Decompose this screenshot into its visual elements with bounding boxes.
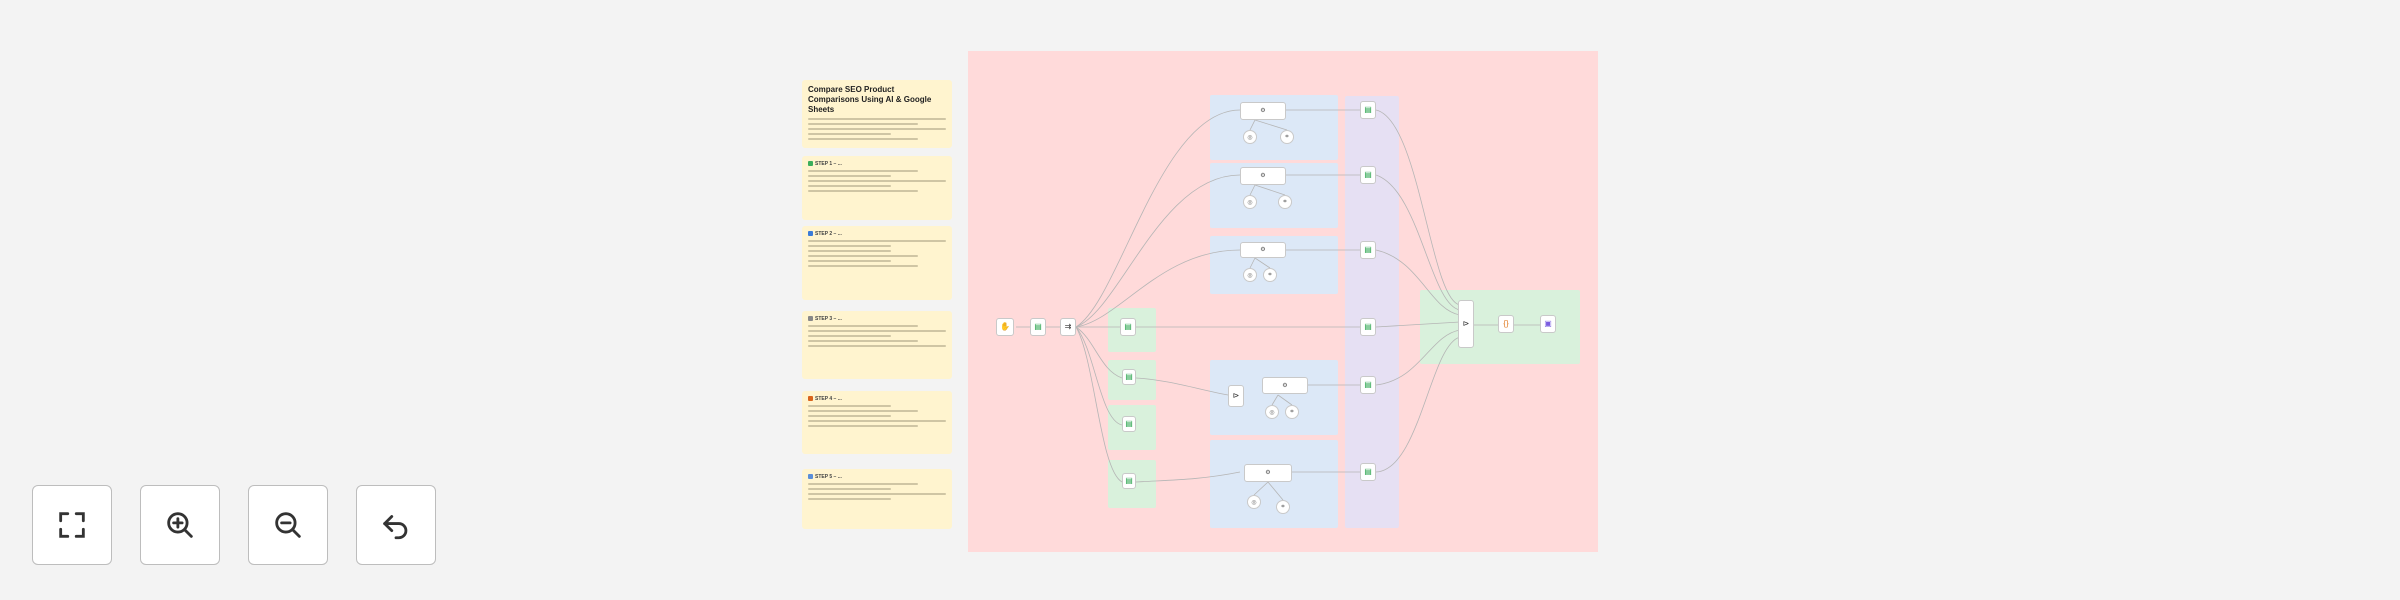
sheets-icon: ▤	[1364, 322, 1372, 331]
refresh-icon	[808, 474, 813, 480]
cursor-icon: ✋	[1000, 322, 1010, 331]
sheets-icon: ▤	[1125, 419, 1133, 428]
split-node[interactable]: ⇉	[1060, 318, 1076, 336]
merge-node[interactable]: ⊳	[1458, 300, 1474, 348]
router-node[interactable]: ⊳	[1228, 385, 1244, 407]
parser-subnode[interactable]: ⌗	[1263, 268, 1277, 282]
sheets-read-node[interactable]: ▤	[1030, 318, 1046, 336]
robot-icon: ⚙	[1282, 382, 1288, 389]
note-title: STEP 1 – ...	[815, 161, 842, 167]
chat-model-subnode[interactable]: ◎	[1243, 130, 1257, 144]
zoom-out-button[interactable]	[248, 485, 328, 565]
sheets-update-node-1[interactable]: ▤	[1360, 101, 1376, 119]
ai-group-5	[1210, 440, 1338, 528]
fit-view-icon	[59, 512, 85, 538]
robot-icon: ⚙	[1260, 108, 1266, 114]
sheets-icon: ▤	[1364, 170, 1372, 179]
sheets-update-node-2[interactable]: ▤	[1360, 166, 1376, 184]
output-node[interactable]: ▣	[1540, 315, 1556, 333]
sheets-update-node-6[interactable]: ▤	[1360, 463, 1376, 481]
sheets-node-3[interactable]: ▤	[1122, 416, 1136, 432]
chat-model-subnode[interactable]: ◎	[1265, 405, 1279, 419]
sheets-node-1[interactable]: ▤	[1120, 318, 1136, 336]
split-icon: ⇉	[1064, 322, 1072, 331]
note-title: STEP 4 – ...	[815, 396, 842, 402]
undo-button[interactable]	[356, 485, 436, 565]
number-icon	[808, 231, 813, 237]
undo-icon	[383, 515, 408, 540]
parser-subnode[interactable]: ⌗	[1285, 405, 1299, 419]
parser-subnode[interactable]: ⌗	[1278, 195, 1292, 209]
parser-subnode[interactable]: ⌗	[1280, 130, 1294, 144]
ai-agent-node-1[interactable]: ⚙	[1240, 102, 1286, 120]
ai-agent-node-5[interactable]: ⚙	[1244, 464, 1292, 482]
sheets-icon: ▤	[1124, 322, 1132, 331]
note-title: STEP 5 – ...	[815, 474, 842, 480]
chat-model-subnode[interactable]: ◎	[1243, 195, 1257, 209]
sheets-update-node-5[interactable]: ▤	[1360, 376, 1376, 394]
sheets-icon: ▤	[1364, 105, 1372, 114]
note-title: STEP 3 – ...	[815, 316, 842, 322]
document-icon: ▣	[1544, 319, 1552, 328]
sticky-note-step-4[interactable]: STEP 4 – ...	[802, 391, 952, 454]
sheets-icon: ▤	[1125, 476, 1133, 485]
code-icon: {}	[1503, 319, 1509, 328]
sheets-icon: ▤	[1125, 372, 1133, 381]
robot-icon: ⚙	[1265, 470, 1271, 476]
chat-model-subnode[interactable]: ◎	[1243, 268, 1257, 282]
robot-icon: ⚙	[1260, 247, 1266, 253]
sheets-icon: ▤	[1364, 245, 1372, 254]
sheets-icon: ▤	[1034, 322, 1042, 331]
note-title: STEP 2 – ...	[815, 231, 842, 237]
sticky-note-step-5[interactable]: STEP 5 – ...	[802, 469, 952, 529]
sheets-update-node-4[interactable]: ▤	[1360, 318, 1376, 336]
ai-agent-node-4[interactable]: ⚙	[1262, 377, 1308, 394]
zoom-in-icon	[167, 512, 193, 538]
sheets-icon: ▤	[1364, 380, 1372, 389]
zoom-out-icon	[275, 512, 301, 538]
chat-model-subnode[interactable]: ◎	[1247, 495, 1261, 509]
zoom-in-button[interactable]	[140, 485, 220, 565]
note-title: Compare SEO Product Comparisons Using AI…	[808, 85, 932, 114]
sticky-note-step-2[interactable]: STEP 2 – ...	[802, 226, 952, 300]
sticky-note-step-3[interactable]: STEP 3 – ...	[802, 311, 952, 379]
robot-icon: ⚙	[1260, 173, 1266, 179]
ai-agent-node-2[interactable]: ⚙	[1240, 167, 1286, 185]
trigger-node[interactable]: ✋	[996, 318, 1014, 336]
parser-subnode[interactable]: ⌗	[1276, 500, 1290, 514]
sheets-icon: ▤	[1364, 467, 1372, 476]
sticky-note-step-1[interactable]: STEP 1 – ...	[802, 156, 952, 220]
sheets-node-2[interactable]: ▤	[1122, 369, 1136, 385]
ai-agent-node-3[interactable]: ⚙	[1240, 242, 1286, 258]
bar-chart-icon	[808, 316, 813, 322]
branch-icon: ⊳	[1232, 391, 1240, 400]
merge-icon: ⊳	[1462, 319, 1470, 328]
fit-view-button[interactable]	[32, 485, 112, 565]
sheets-node-4[interactable]: ▤	[1122, 473, 1136, 489]
robot-icon	[808, 396, 813, 402]
sticky-note-intro[interactable]: Compare SEO Product Comparisons Using AI…	[802, 80, 952, 148]
sheets-update-node-3[interactable]: ▤	[1360, 241, 1376, 259]
code-node[interactable]: {}	[1498, 315, 1514, 333]
sheets-icon	[808, 161, 813, 167]
